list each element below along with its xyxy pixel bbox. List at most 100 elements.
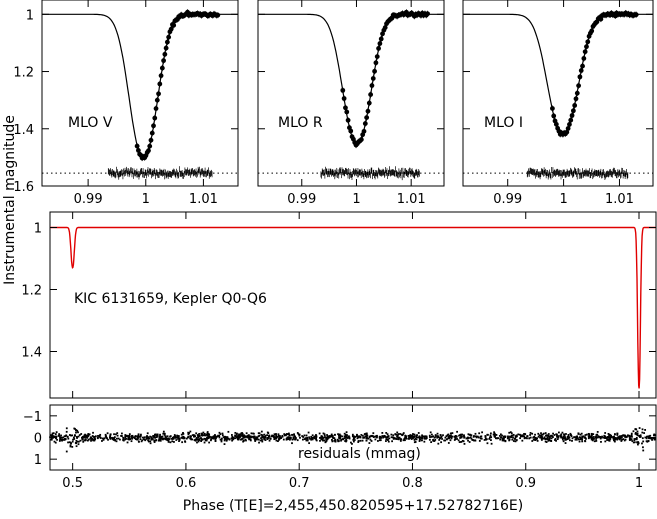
residual-point (437, 442, 440, 445)
residual-point (268, 434, 271, 437)
residual-point (205, 433, 208, 436)
residual-point (241, 437, 244, 440)
residual-point (253, 435, 256, 438)
residual-point (82, 440, 85, 443)
residual-point (121, 432, 123, 435)
residual-point (241, 435, 244, 437)
residual-point (390, 433, 393, 436)
residual-point (562, 440, 565, 443)
residual-point (494, 437, 497, 440)
residual-point (567, 435, 570, 438)
mlo-i-xtick-label: 0.99 (493, 192, 522, 207)
mlo-r-data-point (343, 105, 348, 111)
residual-point (397, 437, 400, 439)
residual-point (210, 439, 212, 442)
residual-point (293, 433, 295, 436)
residual-point (488, 438, 491, 440)
residual-point (51, 432, 54, 435)
residual-point (128, 438, 131, 441)
residual-point (181, 441, 184, 444)
residual-point (564, 436, 566, 438)
residual-point (341, 438, 344, 440)
kepler-model-curve-layer (50, 226, 656, 389)
residual-point (287, 436, 290, 439)
residual-point (159, 438, 162, 441)
residual-point (653, 438, 656, 441)
residual-point (632, 441, 635, 444)
residual-point (130, 435, 133, 438)
residual-point (417, 436, 420, 439)
residual-point (521, 435, 523, 438)
residual-point (600, 440, 602, 443)
residual-point (587, 432, 590, 435)
residual-point (508, 431, 511, 434)
residual-point (468, 434, 471, 436)
residual-point (344, 440, 346, 442)
residual-point (449, 432, 452, 435)
residual-point (441, 438, 443, 440)
residual-point (460, 440, 463, 443)
residual-point (80, 433, 83, 435)
mlo-r-data-point (361, 128, 367, 134)
residual-point (554, 439, 556, 441)
residual-point (392, 436, 394, 439)
mlo-i-xtick-label: 1.01 (605, 192, 634, 207)
residual-point (226, 437, 229, 440)
residual-point (249, 439, 252, 442)
residual-point (368, 435, 371, 438)
residual-point (580, 432, 583, 435)
residual-point (331, 434, 334, 437)
residual-point (429, 431, 432, 434)
residual-point (280, 437, 283, 439)
residual-point (127, 438, 130, 441)
residuals-ytick-label: 1 (34, 453, 42, 468)
residual-point (220, 440, 223, 443)
residual-point (558, 431, 560, 434)
residual-point (423, 437, 426, 440)
residual-point (382, 435, 385, 438)
residual-point (111, 436, 113, 439)
residual-point (205, 439, 208, 442)
residual-point (344, 436, 347, 439)
residual-point (191, 434, 194, 437)
residual-point (92, 436, 95, 438)
residual-point (219, 438, 222, 441)
residual-point (630, 434, 633, 437)
residual-point (636, 430, 639, 433)
residual-point (275, 433, 277, 435)
residual-point (93, 437, 96, 439)
residual-point (206, 437, 209, 440)
residual-point (521, 439, 524, 442)
residual-point (639, 434, 642, 437)
residual-point (366, 436, 368, 439)
residual-point (315, 438, 318, 441)
residual-point (125, 435, 128, 437)
residual-point (175, 439, 178, 441)
residual-point (159, 433, 161, 436)
residual-point (297, 433, 300, 435)
mlo-i-data-point (570, 108, 576, 114)
residual-point (50, 438, 53, 441)
mlo-v-data-point (157, 81, 163, 87)
residual-point (424, 435, 427, 438)
residual-point (606, 438, 609, 441)
residual-point (201, 438, 203, 441)
residual-point (495, 434, 498, 436)
mlo-r-data-point (369, 83, 375, 88)
residual-point (649, 434, 652, 437)
residual-point (73, 434, 76, 437)
residual-point (105, 436, 108, 439)
residual-point (91, 437, 94, 440)
residual-point (252, 436, 255, 439)
residual-point (250, 432, 253, 435)
residual-point (109, 435, 111, 438)
residual-point (75, 436, 78, 438)
residual-point (56, 438, 58, 441)
residual-point (162, 430, 165, 433)
residual-point (86, 436, 89, 439)
residual-point (285, 438, 288, 441)
residual-point (178, 437, 181, 440)
residual-point (76, 440, 79, 443)
residual-point (340, 439, 342, 442)
